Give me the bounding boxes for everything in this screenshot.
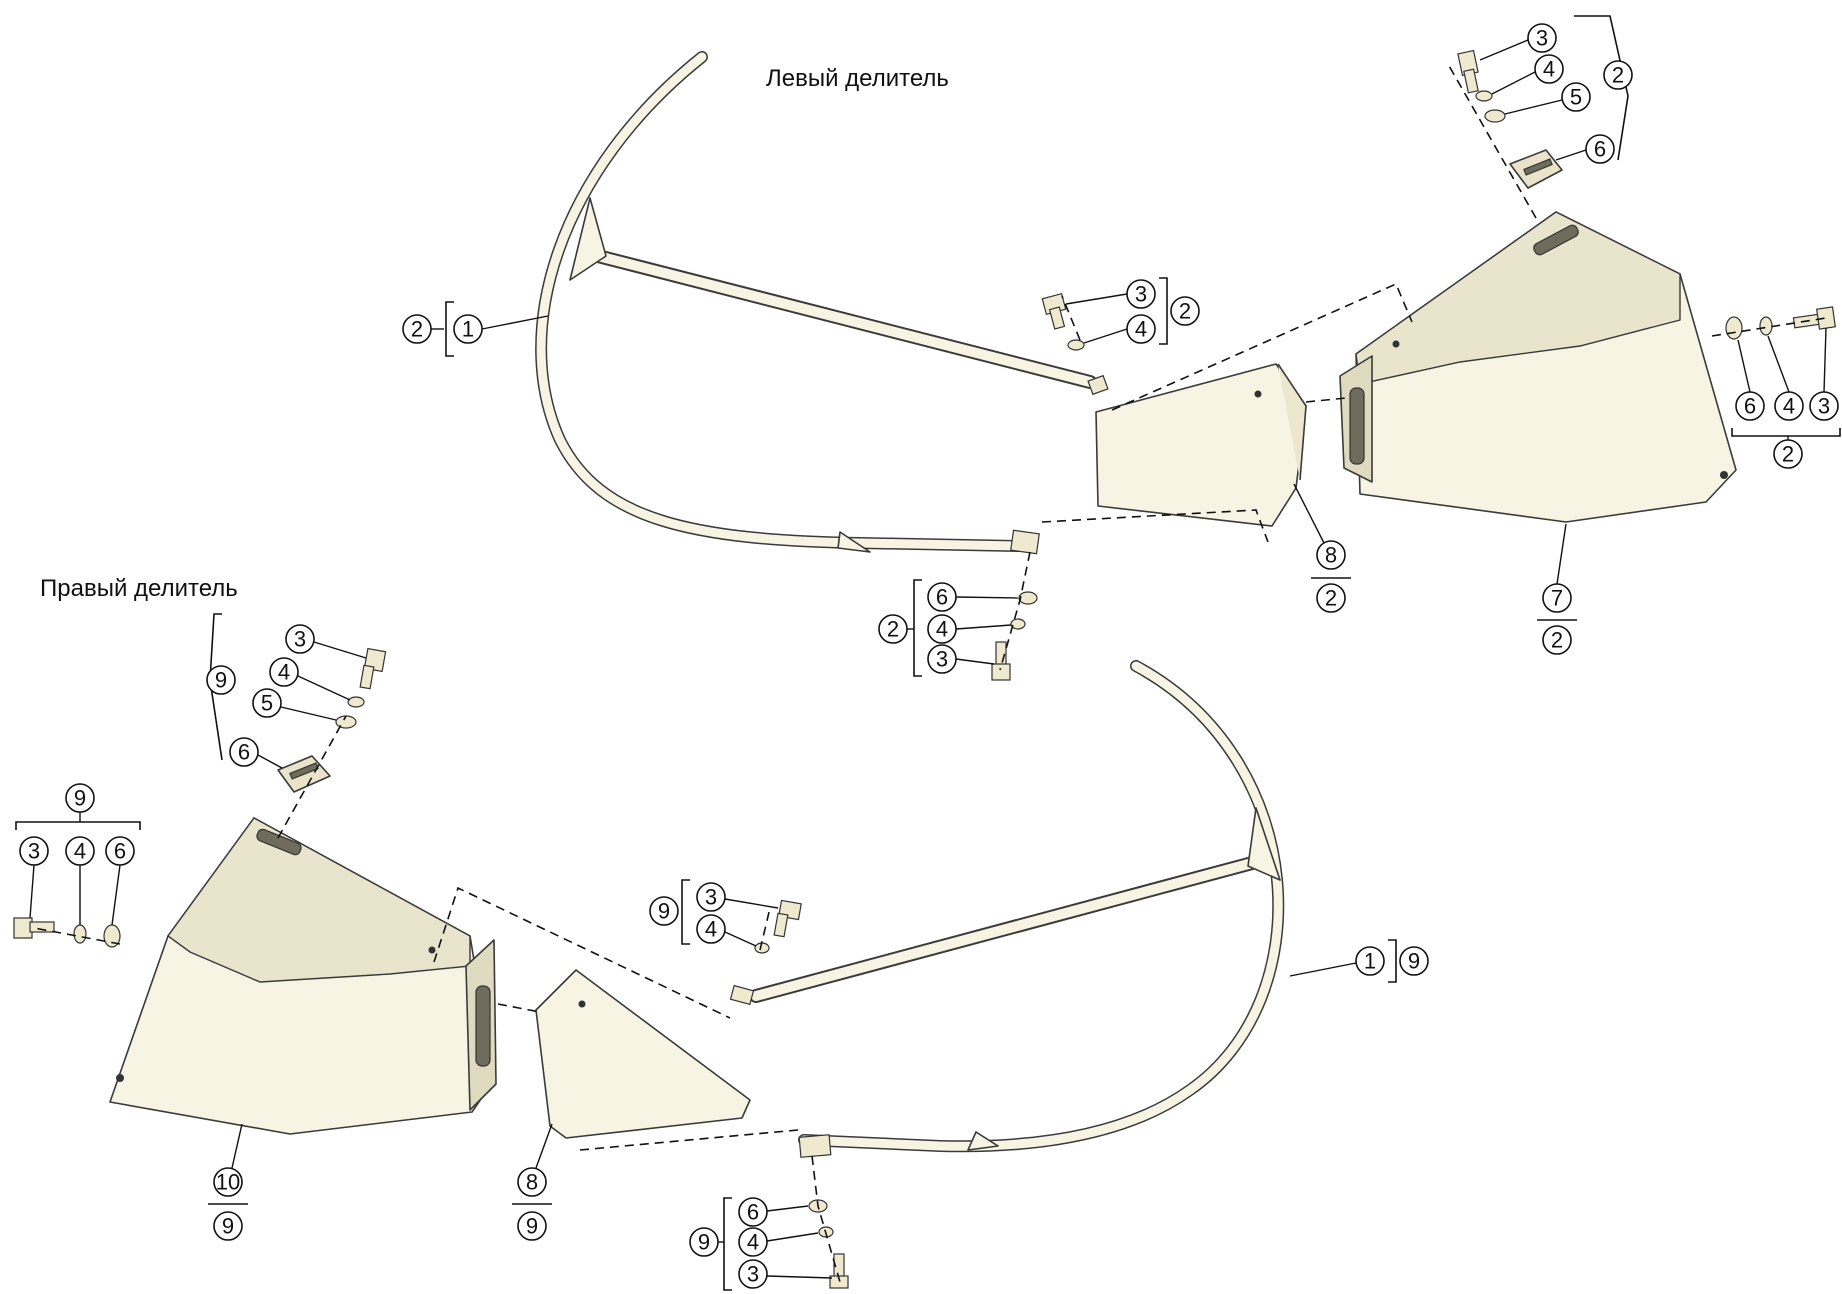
- callout-right-frame-assembly: 9: [1408, 949, 1420, 974]
- callout-left-side-assembly: 2: [1782, 442, 1794, 467]
- callout-right-top-spring-washer: 4: [278, 660, 290, 685]
- callout-left-side-bolt: 3: [1818, 394, 1830, 419]
- callout-right-tip-assembly: 9: [658, 899, 670, 924]
- right-side-hardware: [13, 917, 121, 948]
- left-side-hardware: [1725, 306, 1836, 340]
- callout-left-big-shield-assembly: 2: [1551, 628, 1563, 653]
- callout-left-tip-washer: 4: [1135, 317, 1147, 342]
- left-bottom-hardware: [991, 591, 1038, 681]
- callout-left-side-washer: 6: [1744, 394, 1756, 419]
- callout-left-tip-assembly: 2: [1179, 299, 1191, 324]
- right-divider-assembly: [13, 647, 1285, 1289]
- callout-right-top-assembly: 9: [215, 668, 227, 693]
- callout-left-small-shield-assembly: 2: [1325, 586, 1337, 611]
- callout-left-frame: 1: [462, 317, 474, 342]
- callout-right-bottom-assembly: 9: [698, 1230, 710, 1255]
- left-divider-title: Левый делитель: [766, 65, 949, 92]
- callout-right-side-washer: 6: [114, 839, 126, 864]
- callout-left-top-washer: 5: [1570, 85, 1582, 110]
- left-divider-assembly: [535, 49, 1836, 681]
- callout-right-frame: 1: [1364, 949, 1376, 974]
- right-tip-hardware: [754, 899, 802, 954]
- right-big-shield: [109, 817, 497, 1135]
- left-tip-hardware: [1041, 292, 1085, 351]
- callout-left-frame-assembly: 2: [411, 317, 423, 342]
- right-bottom-hardware: [808, 1199, 849, 1289]
- callout-right-top-plate: 6: [238, 740, 250, 765]
- callout-right-top-washer: 5: [261, 691, 273, 716]
- callout-left-side-spring-washer: 4: [1783, 394, 1795, 419]
- callout-left-small-shield: 8: [1325, 543, 1337, 568]
- right-small-shield: [535, 969, 751, 1139]
- callout-right-tip-bolt: 3: [705, 885, 717, 910]
- right-frame-tube: [729, 660, 1285, 1158]
- callout-right-bottom-washer: 6: [747, 1200, 759, 1225]
- callout-right-small-shield: 8: [526, 1170, 538, 1195]
- callout-right-big-shield: 10: [216, 1170, 240, 1195]
- left-small-shield: [1095, 363, 1307, 527]
- left-callouts: 2 1 3 4 2 3 4 5 6 2 6 4: [402, 15, 1841, 677]
- right-divider-title: Правый делитель: [40, 575, 238, 602]
- callout-right-bottom-bolt: 3: [747, 1262, 759, 1287]
- callout-left-top-spring-washer: 4: [1543, 57, 1555, 82]
- callout-right-side-assembly: 9: [74, 786, 86, 811]
- callout-left-top-plate: 6: [1594, 137, 1606, 162]
- left-big-shield: [1339, 211, 1737, 523]
- callout-left-top-assembly: 2: [1612, 63, 1624, 88]
- callout-left-bottom-washer: 6: [936, 585, 948, 610]
- callout-right-side-bolt: 3: [28, 839, 40, 864]
- callout-left-bottom-bolt: 3: [936, 647, 948, 672]
- callout-right-small-shield-assembly: 9: [526, 1214, 538, 1239]
- callout-left-bottom-spring-washer: 4: [936, 617, 948, 642]
- callout-left-bottom-assembly: 2: [887, 617, 899, 642]
- callout-right-side-spring-washer: 4: [74, 839, 86, 864]
- callout-left-tip-bolt: 3: [1135, 282, 1147, 307]
- left-frame-tube: [535, 51, 1109, 555]
- left-top-hardware: [1457, 49, 1563, 189]
- callout-left-big-shield: 7: [1551, 586, 1563, 611]
- right-callouts: 9 3 4 5 6 9 3 4 6 9 3 4: [15, 613, 1429, 1291]
- callout-right-top-bolt: 3: [294, 627, 306, 652]
- callout-right-tip-washer: 4: [705, 917, 717, 942]
- right-top-hardware: [277, 647, 387, 793]
- callout-right-bottom-spring-washer: 4: [747, 1230, 759, 1255]
- callout-left-top-bolt: 3: [1536, 26, 1548, 51]
- callout-right-big-shield-assembly: 9: [222, 1214, 234, 1239]
